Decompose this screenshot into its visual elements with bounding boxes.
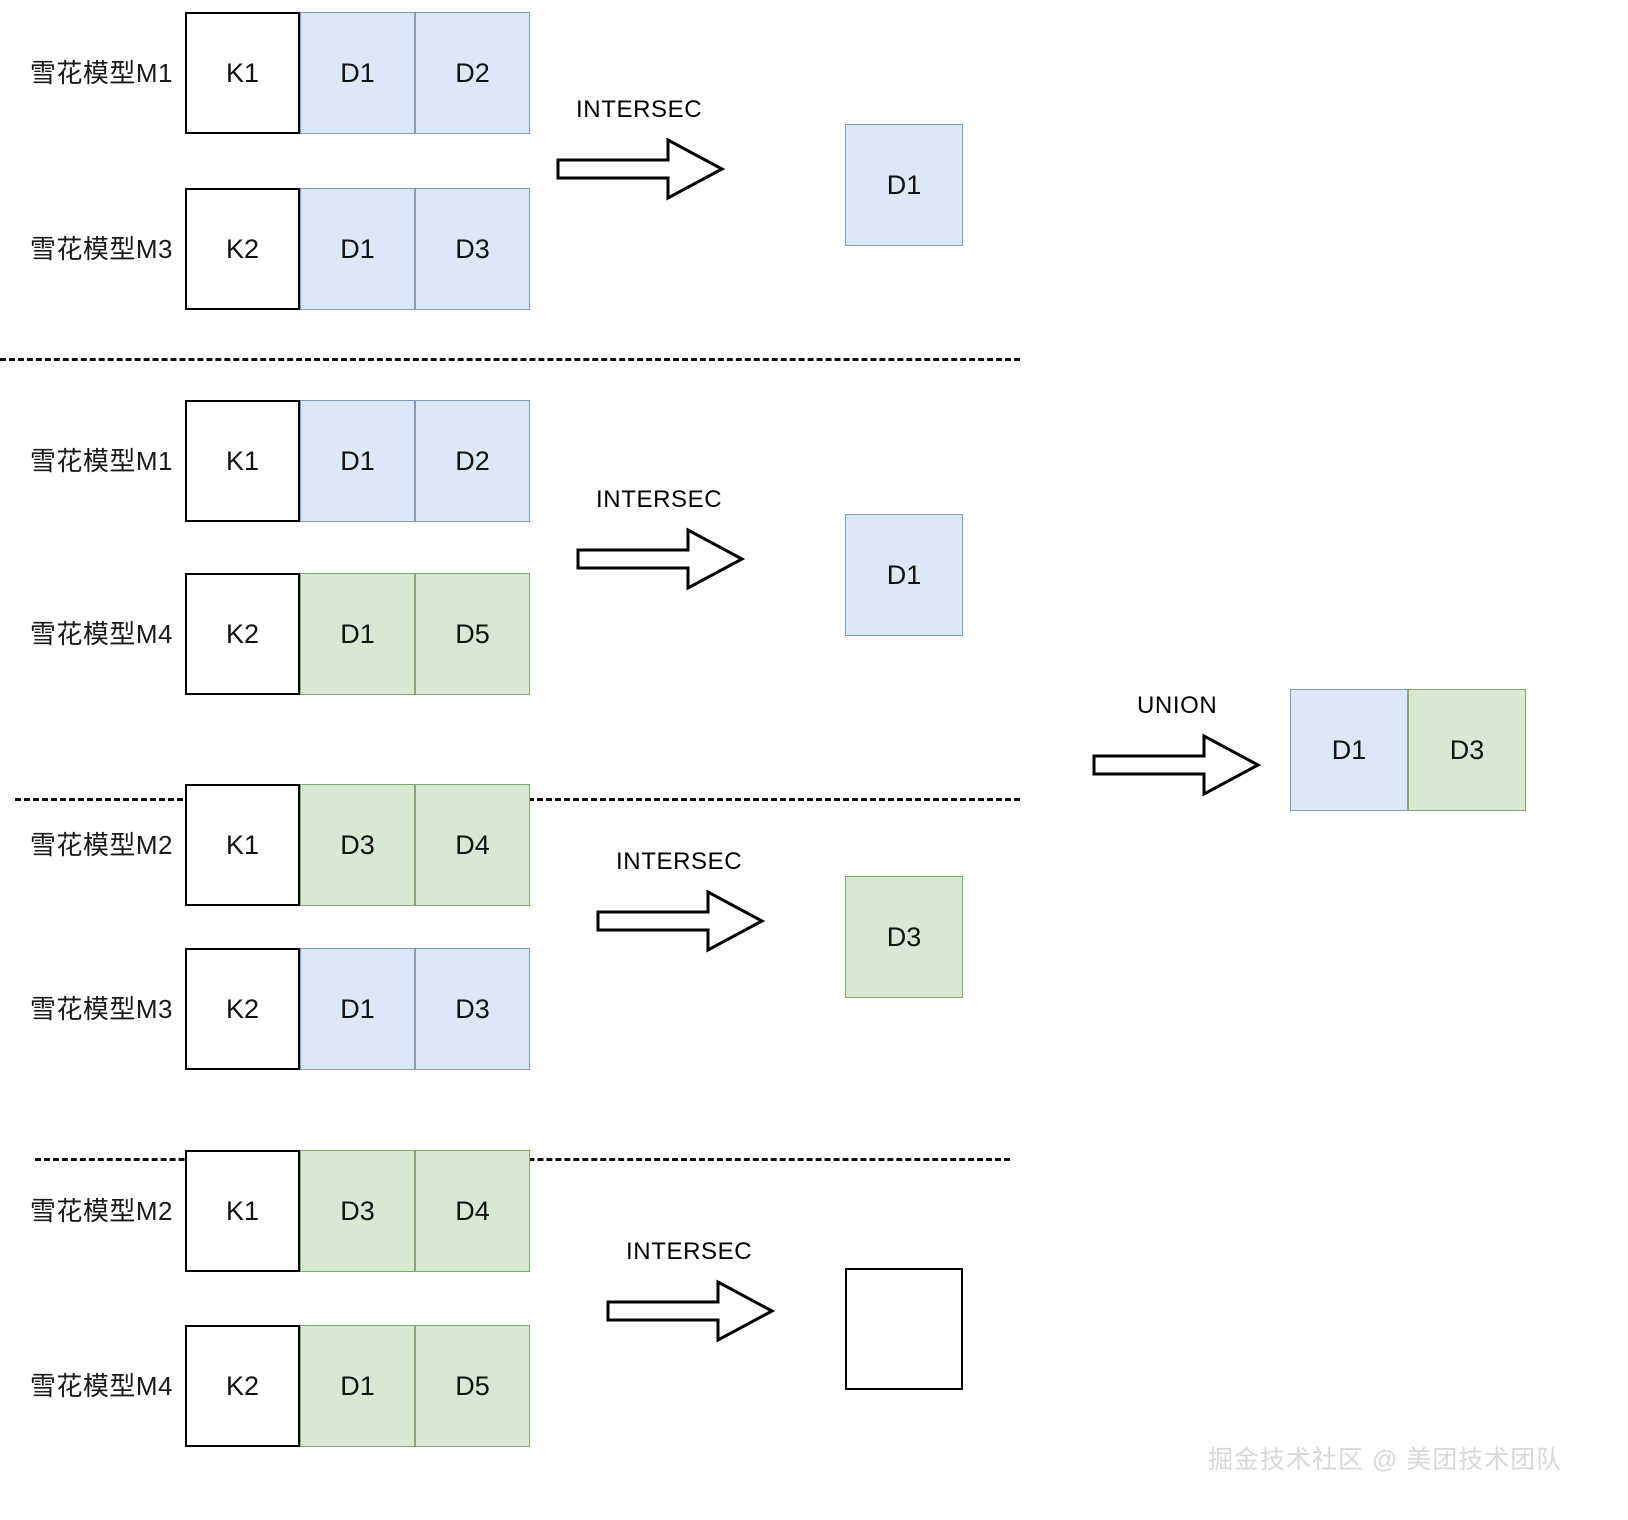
operation-intersec: INTERSEC bbox=[576, 486, 746, 594]
operation-intersec: INTERSEC bbox=[556, 96, 726, 204]
cell-key: K1 bbox=[185, 784, 300, 906]
cell-key: K2 bbox=[185, 188, 300, 310]
operation-label: INTERSEC bbox=[576, 96, 703, 123]
operation-label: UNION bbox=[1137, 692, 1218, 719]
cell-key: K1 bbox=[185, 1150, 300, 1272]
model-row: 雪花模型M2 K1 D3 D4 bbox=[0, 1150, 530, 1272]
result-cell: D1 bbox=[845, 514, 963, 636]
operation-union: UNION bbox=[1092, 692, 1262, 800]
model-cells: K1 D1 D2 bbox=[185, 400, 530, 522]
cell-key: K2 bbox=[185, 948, 300, 1070]
arrow-right-icon bbox=[576, 527, 746, 591]
model-label: 雪花模型M4 bbox=[29, 1371, 173, 1401]
cell-dimension: D1 bbox=[300, 400, 415, 522]
cell-dimension: D3 bbox=[415, 188, 530, 310]
cell-dimension: D5 bbox=[415, 1325, 530, 1447]
result-box: D3 bbox=[845, 876, 963, 998]
cell-key: K2 bbox=[185, 573, 300, 695]
model-label: 雪花模型M3 bbox=[29, 994, 173, 1024]
cell-dimension: D5 bbox=[415, 573, 530, 695]
model-cells: K2 D1 D3 bbox=[185, 948, 530, 1070]
model-row: 雪花模型M1 K1 D1 D2 bbox=[0, 12, 530, 134]
cell-key: K1 bbox=[185, 400, 300, 522]
section-divider bbox=[0, 358, 1020, 361]
model-row: 雪花模型M4 K2 D1 D5 bbox=[0, 573, 530, 695]
watermark: 掘金技术社区 @ 美团技术团队 bbox=[1208, 1446, 1563, 1474]
model-label: 雪花模型M2 bbox=[29, 1196, 173, 1226]
cell-dimension: D3 bbox=[300, 1150, 415, 1272]
model-row: 雪花模型M3 K2 D1 D3 bbox=[0, 188, 530, 310]
cell-dimension: D2 bbox=[415, 12, 530, 134]
model-cells: K1 D3 D4 bbox=[185, 1150, 530, 1272]
cell-dimension: D4 bbox=[415, 784, 530, 906]
arrow-right-icon bbox=[606, 1279, 776, 1343]
cell-dimension: D1 bbox=[300, 12, 415, 134]
cell-dimension: D2 bbox=[415, 400, 530, 522]
result-cell: D3 bbox=[1408, 689, 1526, 811]
operation-label: INTERSEC bbox=[626, 1238, 753, 1265]
cell-dimension: D3 bbox=[415, 948, 530, 1070]
cell-dimension: D1 bbox=[300, 573, 415, 695]
model-cells: K2 D1 D5 bbox=[185, 1325, 530, 1447]
result-cell: D1 bbox=[845, 124, 963, 246]
model-cells: K2 D1 D3 bbox=[185, 188, 530, 310]
result-box bbox=[845, 1268, 963, 1390]
arrow-right-icon bbox=[556, 137, 726, 201]
model-row: 雪花模型M4 K2 D1 D5 bbox=[0, 1325, 530, 1447]
model-row: 雪花模型M2 K1 D3 D4 bbox=[0, 784, 530, 906]
cell-dimension: D1 bbox=[300, 948, 415, 1070]
model-label: 雪花模型M1 bbox=[29, 58, 173, 88]
model-cells: K2 D1 D5 bbox=[185, 573, 530, 695]
model-cells: K1 D1 D2 bbox=[185, 12, 530, 134]
cell-key: K2 bbox=[185, 1325, 300, 1447]
cell-key: K1 bbox=[185, 12, 300, 134]
cell-dimension: D1 bbox=[300, 188, 415, 310]
model-label: 雪花模型M1 bbox=[29, 446, 173, 476]
operation-label: INTERSEC bbox=[616, 848, 743, 875]
result-cell bbox=[845, 1268, 963, 1390]
model-cells: K1 D3 D4 bbox=[185, 784, 530, 906]
result-cell: D1 bbox=[1290, 689, 1408, 811]
model-label: 雪花模型M2 bbox=[29, 830, 173, 860]
arrow-right-icon bbox=[1092, 733, 1262, 797]
result-box: D1 bbox=[845, 124, 963, 246]
operation-label: INTERSEC bbox=[596, 486, 723, 513]
cell-dimension: D4 bbox=[415, 1150, 530, 1272]
union-result-box: D1 D3 bbox=[1290, 689, 1526, 811]
operation-intersec: INTERSEC bbox=[596, 848, 766, 956]
model-row: 雪花模型M1 K1 D1 D2 bbox=[0, 400, 530, 522]
result-cell: D3 bbox=[845, 876, 963, 998]
arrow-right-icon bbox=[596, 889, 766, 953]
cell-dimension: D3 bbox=[300, 784, 415, 906]
model-label: 雪花模型M4 bbox=[29, 619, 173, 649]
cell-dimension: D1 bbox=[300, 1325, 415, 1447]
model-row: 雪花模型M3 K2 D1 D3 bbox=[0, 948, 530, 1070]
model-label: 雪花模型M3 bbox=[29, 234, 173, 264]
operation-intersec: INTERSEC bbox=[606, 1238, 776, 1346]
result-box: D1 bbox=[845, 514, 963, 636]
